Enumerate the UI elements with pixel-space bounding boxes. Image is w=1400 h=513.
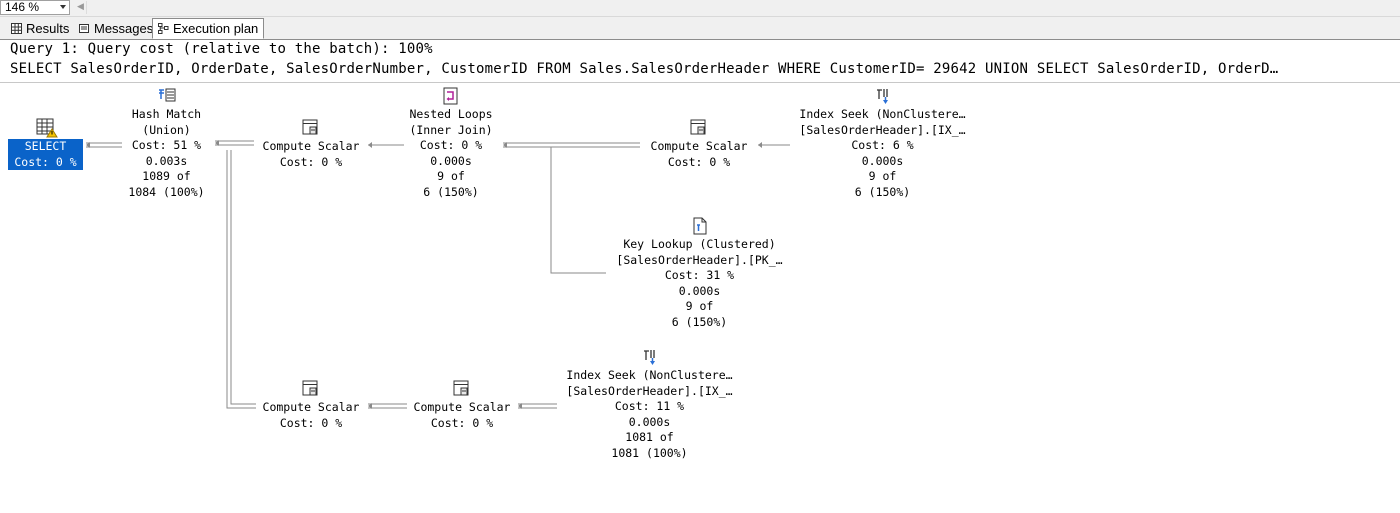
select-node[interactable] [8,139,83,170]
tab-results[interactable]: Results [6,19,74,38]
scroll-left-icon[interactable]: ◀ [77,2,84,12]
index-seek-node[interactable]: Index Seek (NonClustere… [SalesOrderHead… [557,348,742,461]
compute-scalar-node[interactable]: Compute Scalar Cost: 0 % [255,380,367,431]
node-title: SELECT [24,139,67,153]
compute-scalar-node[interactable]: Compute Scalar Cost: 0 % [406,380,518,431]
zoom-bar: 146 % ◀ [0,0,1400,17]
tab-label: Messages [94,21,154,36]
result-tabs: Results Messages Execution plan [0,17,1400,40]
hash-match-node[interactable]: Hash Match (Union) Cost: 51 % 0.003s 108… [110,87,223,200]
compute-scalar-icon [302,119,318,135]
compute-scalar-icon [690,119,706,135]
tab-execution-plan[interactable]: Execution plan [152,18,265,39]
compute-scalar-icon [302,380,318,396]
nested-loops-node[interactable]: Nested Loops (Inner Join) Cost: 0 % 0.00… [395,87,507,200]
zoom-value: 146 % [5,0,40,14]
hash-match-icon [158,88,175,102]
compute-scalar-icon [453,380,469,396]
index-seek-icon [876,89,888,104]
tab-label: Execution plan [173,21,259,36]
chevron-down-icon [60,5,66,9]
messages-icon [79,24,89,33]
node-cost: Cost: 0 % [14,154,77,169]
select-node-text: SELECT Cost: 0 % [8,139,83,170]
compute-scalar-node[interactable]: Compute Scalar Cost: 0 % [255,119,367,170]
index-seek-icon [643,350,655,365]
nested-loops-icon [443,87,458,105]
tab-messages[interactable]: Messages [74,19,158,38]
tab-label: Results [26,21,70,36]
horizontal-scrollbar[interactable] [86,1,1399,14]
query-cost-header: Query 1: Query cost (relative to the bat… [10,41,433,57]
grid-icon [11,23,22,34]
key-lookup-icon [693,217,706,235]
select-icon [36,118,58,138]
compute-scalar-node[interactable]: Compute Scalar Cost: 0 % [643,119,755,170]
query-sql-text: SELECT SalesOrderID, OrderDate, SalesOrd… [10,61,1279,77]
execution-plan-icon [158,23,169,34]
zoom-dropdown[interactable]: 146 % [0,0,70,15]
index-seek-node[interactable]: Index Seek (NonClustere… [SalesOrderHead… [790,87,975,200]
key-lookup-node[interactable]: Key Lookup (Clustered) [SalesOrderHeader… [607,217,792,330]
divider [0,82,1400,83]
